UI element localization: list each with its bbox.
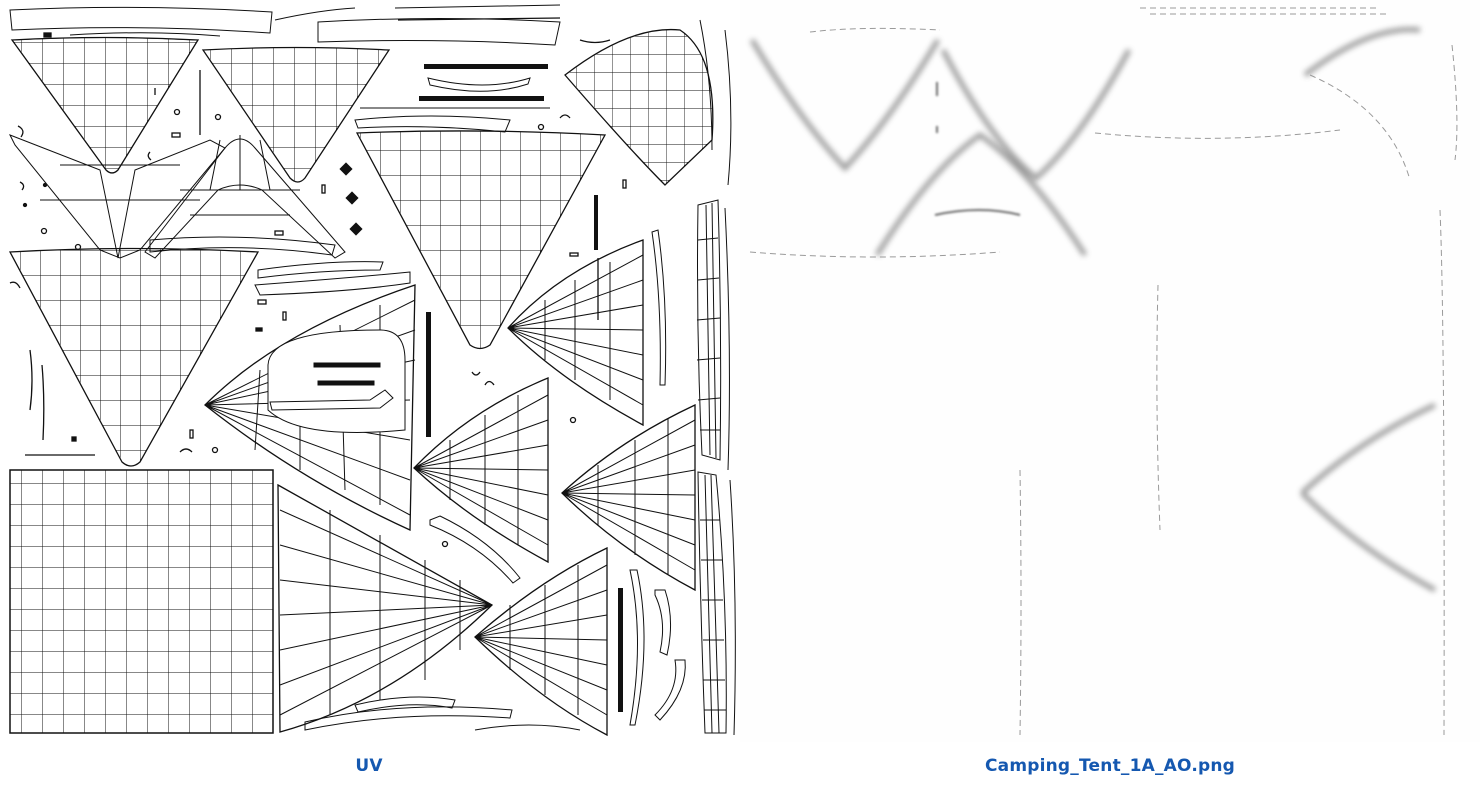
uv-fan-left: [204, 284, 416, 532]
uv-vertical-strips: [304, 19, 736, 736]
uv-cone-1: [10, 36, 200, 174]
uv-square-floor: [9, 469, 274, 734]
uv-roof-piece: [8, 134, 346, 259]
uv-leaf-piece: [564, 28, 714, 186]
uv-cone-2: [201, 46, 391, 183]
uv-fan-right-2: [413, 377, 549, 564]
ao-texture: [740, 0, 1480, 742]
uv-cone-3: [355, 130, 607, 350]
uv-fan-right-3: [561, 403, 696, 592]
ao-caption: Camping_Tent_1A_AO.png: [984, 756, 1236, 776]
uv-wireframe: [8, 4, 736, 737]
uv-panel: [0, 0, 738, 742]
ao-panel: [740, 0, 1480, 742]
uv-caption: UV: [355, 756, 383, 776]
uv-fan-bottom-right: [474, 546, 608, 737]
uv-small-parts: [9, 17, 627, 548]
uv-fan-bottom-left: [277, 483, 494, 733]
uv-fan-right-1: [507, 239, 644, 427]
uv-cone-4: [8, 247, 260, 467]
uv-solid-bars: [419, 64, 623, 712]
